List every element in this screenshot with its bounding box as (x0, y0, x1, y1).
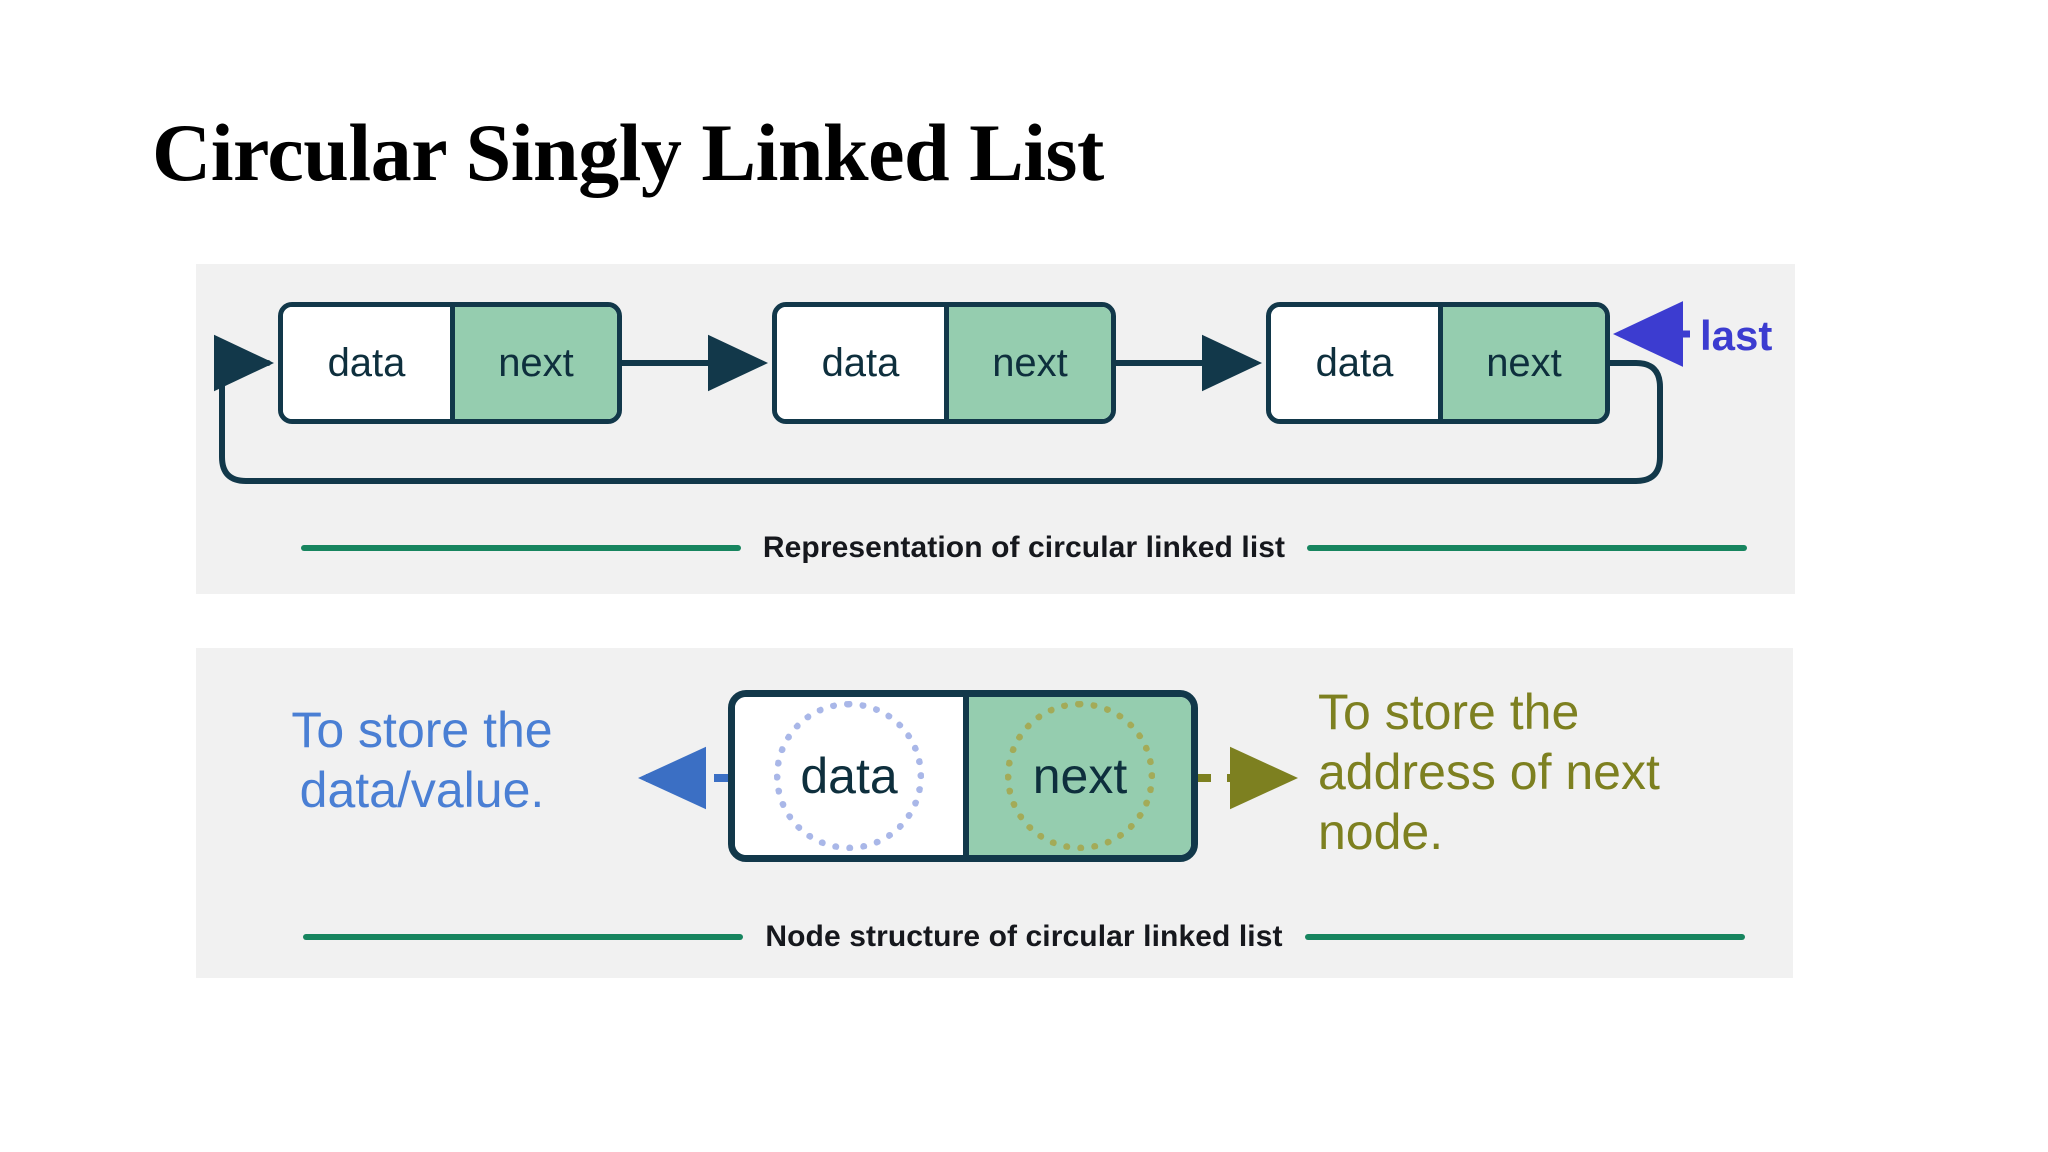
node-2-next-cell: next (944, 307, 1111, 419)
node-2-data-cell: data (777, 307, 944, 419)
caption-rule-left (300, 545, 741, 551)
list-node-1[interactable]: data next (278, 302, 622, 424)
data-highlight-dotted-circle-icon (774, 701, 924, 851)
node-detail-data-cell: data (735, 697, 963, 855)
node-detail-next-label: next (1032, 748, 1128, 804)
node-3-next-cell: next (1438, 307, 1605, 419)
node-1-next-label: next (498, 340, 574, 385)
representation-caption-text: Representation of circular linked list (762, 531, 1286, 564)
last-pointer-label: last (1700, 312, 1773, 359)
next-highlight-dotted-circle-icon (1005, 701, 1155, 851)
list-node-3[interactable]: data next (1266, 302, 1610, 424)
page-title: Circular Singly Linked List (152, 107, 1104, 198)
caption-rule-right-2 (1304, 934, 1745, 940)
caption-rule-right (1307, 545, 1748, 551)
node-3-data-cell: data (1271, 307, 1438, 419)
list-node-2[interactable]: data next (772, 302, 1116, 424)
node-1-next-cell: next (450, 307, 617, 419)
representation-caption: Representation of circular linked list (0, 531, 2048, 565)
node-structure-caption-text: Node structure of circular linked list (765, 920, 1283, 953)
node-structure-node[interactable]: data next (728, 690, 1198, 862)
node-3-data-label: data (1315, 340, 1394, 385)
next-cell-explanation: To store the address of next node. (1318, 684, 1660, 860)
node-2-next-label: next (992, 340, 1068, 385)
node-structure-caption: Node structure of circular linked list (0, 920, 2048, 954)
node-3-next-label: next (1486, 340, 1562, 385)
node-2-data-label: data (821, 340, 900, 385)
node-detail-next-cell: next (963, 697, 1191, 855)
caption-rule-left-2 (303, 934, 744, 940)
node-detail-data-label: data (800, 748, 898, 804)
node-1-data-cell: data (283, 307, 450, 419)
node-1-data-label: data (327, 340, 406, 385)
data-cell-explanation: To store the data/value. (291, 702, 553, 818)
